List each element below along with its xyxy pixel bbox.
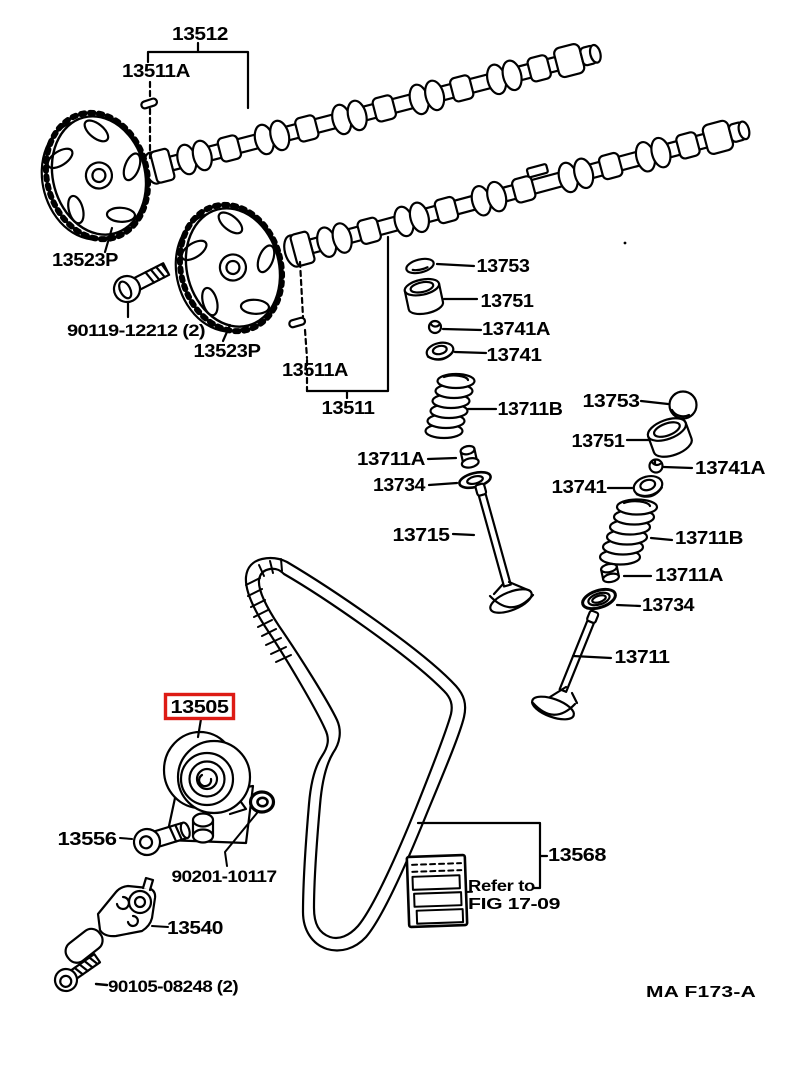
callout-13741A-right[interactable]: 13741A [695,458,766,478]
valve-leader-lines [426,262,694,660]
keeper-left-drawing [427,319,443,335]
callout-13523P-right[interactable]: 13523P [194,341,262,361]
callout-13540[interactable]: 13540 [167,918,224,938]
callout-13711A-left[interactable]: 13711A [357,449,426,469]
callout-bracket-13511 [305,235,390,400]
callout-bracket-13512 [146,41,250,110]
refer-note-plate-icon [405,853,474,929]
callout-90119-12212[interactable]: 90119-12212 (2) [67,322,206,340]
callout-90201-10117[interactable]: 90201-10117 [172,868,278,886]
camshaft-lower-drawing [283,119,751,268]
figure-code: MA F173-A [646,984,756,1001]
valve-exhaust-drawing [530,609,600,721]
pulley-bolt-drawing [112,262,171,319]
callout-bracket-13568 [416,821,549,890]
callout-13556[interactable]: 13556 [58,829,118,849]
callout-13734-left[interactable]: 13734 [373,475,426,495]
camshaft-upper-drawing [143,43,602,185]
lifter-right-drawing [646,417,693,458]
leader-13523P-left [103,226,114,254]
timing-belt-drawing [244,556,467,952]
callout-13511A-lower[interactable]: 13511A [282,360,349,380]
spring-left-drawing [424,372,476,440]
callout-13741-right[interactable]: 13741 [552,477,608,497]
callout-13753-left[interactable]: 13753 [477,256,531,276]
valve-intake-drawing [474,482,535,614]
callout-13753-right[interactable]: 13753 [583,391,641,411]
callout-13523P-left[interactable]: 13523P [52,250,119,270]
leader-13523P-right [221,323,232,343]
woodruff-key-lower-drawing [288,260,309,360]
callout-13751-right[interactable]: 13751 [572,431,626,451]
tensioner-washer-drawing [224,790,276,867]
print-speck [623,241,627,245]
tensioner-bolt-drawing [119,821,191,857]
callout-13511A-top[interactable]: 13511A [122,61,191,81]
belt-guide-drawing [64,876,169,964]
seat-right-drawing [581,587,617,611]
seal-left-drawing [459,444,480,469]
callout-13711B-right[interactable]: 13711B [675,528,744,548]
callout-13715[interactable]: 13715 [393,525,451,545]
retainer-left-drawing [425,341,455,361]
callout-13751-left[interactable]: 13751 [481,291,535,311]
cam-pulley-right-drawing [174,201,286,335]
callout-13711[interactable]: 13711 [615,647,671,667]
callout-13511[interactable]: 13511 [322,398,376,418]
keeper-right-drawing [648,458,664,474]
callout-13505-highlighted[interactable]: 13505 [171,697,230,717]
spring-right-drawing [598,498,659,566]
retainer-right-drawing [632,474,664,498]
callout-90105-08248[interactable]: 90105-08248 (2) [108,978,239,996]
callout-13711B-left[interactable]: 13711B [498,399,564,419]
refer-note-line1: Refer to [468,878,536,895]
callout-13711A-right[interactable]: 13711A [655,565,724,585]
seal-right-drawing [599,562,621,584]
callout-13568[interactable]: 13568 [548,845,607,865]
guide-bolt-drawing [53,953,109,993]
callout-13741-left[interactable]: 13741 [487,345,543,365]
refer-note-line2: FIG 17-09 [468,896,561,913]
lifter-left-drawing [403,277,445,316]
shim-right-drawing [668,390,698,420]
highlight-box-13505 [163,692,236,721]
woodruff-key-top-drawing [140,80,159,160]
callout-13512[interactable]: 13512 [172,24,229,44]
shim-left-drawing [405,257,435,275]
cam-pulley-left-drawing [40,109,152,243]
callout-13734-right[interactable]: 13734 [642,595,695,615]
callout-13741A-left[interactable]: 13741A [482,319,551,339]
